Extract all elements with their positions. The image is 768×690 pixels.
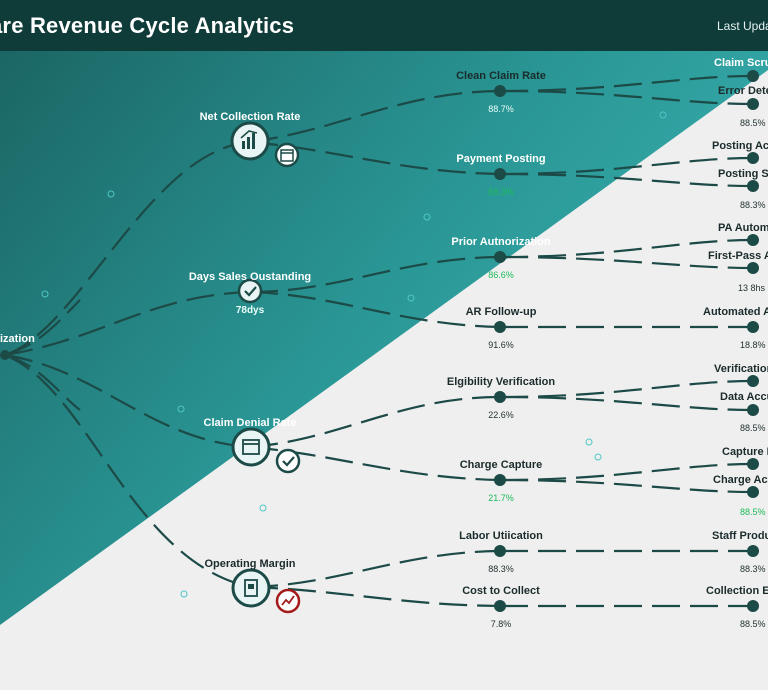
mid-label-payment-posting: Payment Posting <box>456 153 546 165</box>
right-node-dots <box>747 70 759 612</box>
mid-label-eligibility: Elgibility Verification <box>446 376 556 388</box>
decorative-dots <box>41 111 667 598</box>
right-label-automated: Automated A <box>703 306 768 318</box>
check-icon <box>275 448 301 474</box>
connector-lines <box>4 74 754 608</box>
mid-label-charge-capture: Charge Capture <box>459 459 543 471</box>
kpi-value-days-sales: 78dys <box>235 305 265 316</box>
right-label-error-detection: Error Detec <box>718 85 768 97</box>
right-label-charge-accuracy: Charge Acc <box>713 474 768 486</box>
mid-value-eligibility: 22.6% <box>488 410 514 420</box>
mid-node-dots <box>494 85 506 612</box>
root-label: ization <box>0 333 35 345</box>
right-value-charge-accuracy: 88.5% <box>740 507 766 517</box>
mid-label-labor-utilization: Labor Utiication <box>459 530 543 542</box>
right-label-pa-automation: PA Automa <box>718 222 768 234</box>
right-label-staff-productivity: Staff Produ <box>712 530 768 542</box>
mid-value-prior-auth: 86.6% <box>488 270 514 280</box>
right-value-data-accuracy: 88.5% <box>740 423 766 433</box>
right-value-posting-speed: 88.3% <box>740 200 766 210</box>
right-label-posting-accuracy: Posting Acc <box>712 140 768 152</box>
right-label-claim-scrub: Claim Scrul <box>714 57 768 69</box>
kpi-icon-operating-margin[interactable] <box>231 568 271 608</box>
mid-value-cost-to-collect: 7.8% <box>490 619 512 629</box>
right-value-error-detection: 88.5% <box>740 118 766 128</box>
page-title: are Revenue Cycle Analytics <box>0 13 295 38</box>
right-label-first-pass: First-Pass A <box>708 250 768 262</box>
right-label-collection-efficiency: Collection Eff <box>706 585 768 597</box>
mid-value-labor-utilization: 88.3% <box>488 564 514 574</box>
calendar-icon <box>274 142 300 168</box>
kpi-label-operating-margin: Operating Margin <box>204 558 296 570</box>
mid-label-ar-followup: AR Follow-up <box>465 306 537 318</box>
app-header: are Revenue Cycle Analytics Last Updat <box>0 0 768 51</box>
right-label-verification: Verification <box>714 363 768 375</box>
right-value-first-pass: 13 8hs <box>738 283 766 293</box>
teal-panel <box>0 51 768 625</box>
right-label-posting-speed: Posting Sp <box>718 168 768 180</box>
check-icon[interactable] <box>237 278 263 304</box>
mid-value-payment-posting: 68.3% <box>488 187 514 197</box>
kpi-icon-claim-denial[interactable] <box>231 427 271 467</box>
trend-chart-icon <box>275 588 301 614</box>
mid-value-ar-followup: 91.6% <box>488 340 514 350</box>
right-value-staff-productivity: 88.3% <box>740 564 766 574</box>
right-value-collection-efficiency: 88.5% <box>740 619 766 629</box>
right-label-data-accuracy: Data Accu <box>720 391 768 403</box>
right-value-automated: 18.8% <box>740 340 766 350</box>
right-label-capture-rate: Capture R <box>722 446 768 458</box>
last-updated-label: Last Updat <box>717 19 768 33</box>
kpi-label-net-collection: Net Collection Rate <box>199 111 301 123</box>
kpi-label-claim-denial: Claim Denial Rate <box>203 417 297 429</box>
kpi-label-days-sales: Days Sales Oustanding <box>188 271 312 283</box>
kpi-icon-net-collection[interactable] <box>230 121 270 161</box>
mid-label-prior-auth: Prior Autnorization <box>451 236 551 248</box>
mid-value-clean-claim: 88.7% <box>488 104 514 114</box>
mid-value-charge-capture: 21.7% <box>488 493 514 503</box>
mid-label-clean-claim: Clean Claim Rate <box>456 70 546 82</box>
root-node[interactable] <box>0 350 10 360</box>
mid-label-cost-to-collect: Cost to Collect <box>462 585 540 597</box>
